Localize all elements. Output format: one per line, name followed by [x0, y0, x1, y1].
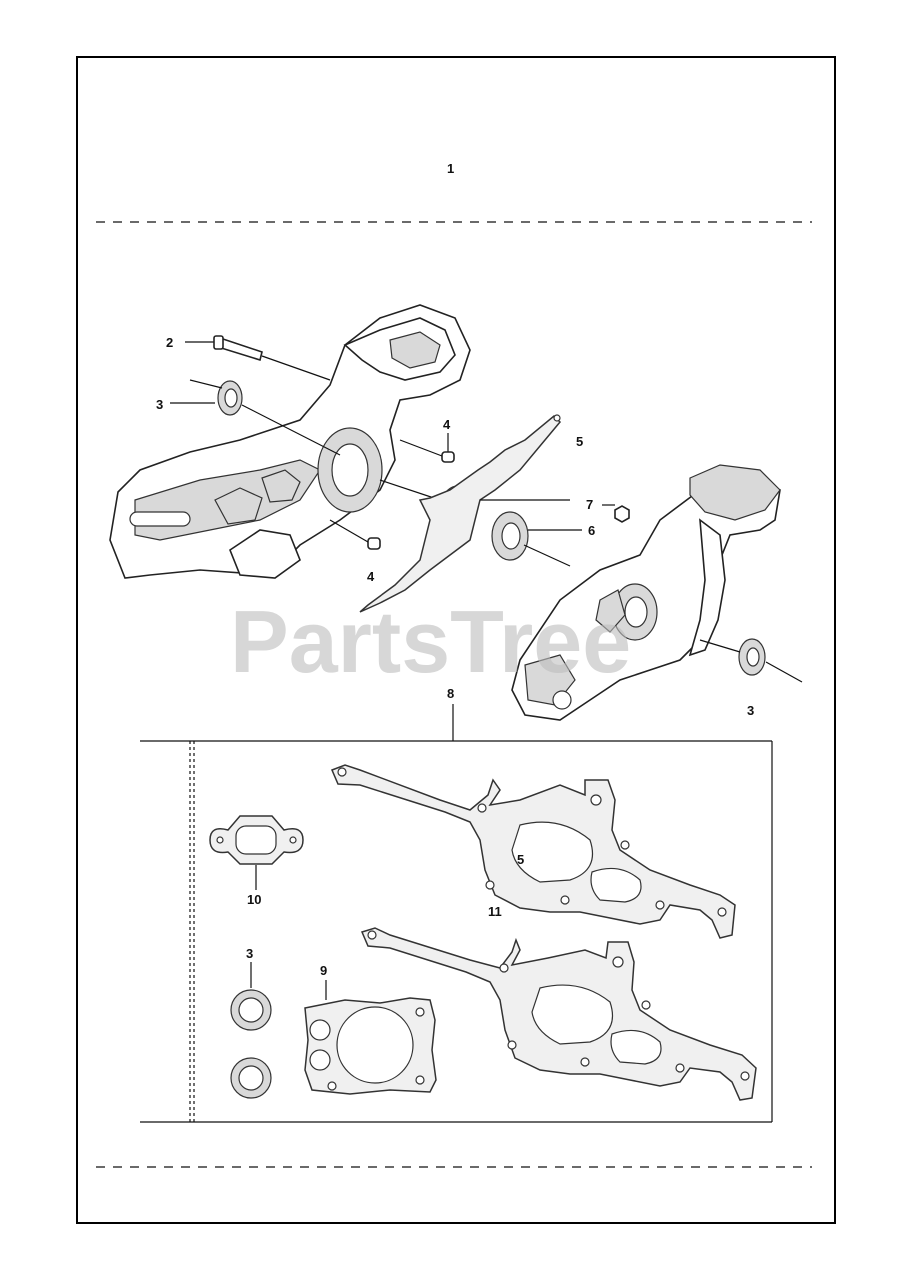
- gasket-9: [304, 980, 437, 1095]
- callout-4-bottom: 4: [367, 569, 375, 584]
- gasket-5-kit: [331, 764, 736, 939]
- callout-10: 10: [247, 892, 261, 907]
- callout-11: 11: [488, 904, 502, 919]
- left-crankcase-half: [109, 304, 471, 579]
- callout-9: 9: [320, 963, 327, 978]
- callout-7: 7: [586, 497, 593, 512]
- callout-8: 8: [447, 686, 454, 701]
- seal-3-right: [699, 638, 803, 683]
- watermark: PartsTree: [230, 592, 631, 691]
- gasket-lower-kit: [360, 927, 757, 1101]
- screw-2: [185, 335, 331, 381]
- callout-3-right: 3: [747, 703, 754, 718]
- pin-4-top: [399, 433, 455, 463]
- seal-pair-3-kit: [230, 962, 272, 1099]
- callout-3-kit: 3: [246, 946, 253, 961]
- seal-3-left: [170, 379, 341, 456]
- bearing-6: [491, 511, 582, 567]
- callout-1: 1: [447, 161, 454, 176]
- page-border: [76, 56, 836, 1224]
- callout-2: 2: [166, 335, 173, 350]
- gasket-kit-box: [140, 740, 773, 1123]
- nut-7: [602, 504, 630, 523]
- callout-5-kit: 5: [517, 852, 524, 867]
- right-crankcase-half: [511, 464, 781, 721]
- gasket-5-upper: [359, 414, 570, 613]
- callout-3-top-left: 3: [156, 397, 163, 412]
- gasket-10: [209, 815, 304, 890]
- callout-4-top: 4: [443, 417, 451, 432]
- callout-5-top: 5: [576, 434, 583, 449]
- callout-6: 6: [588, 523, 595, 538]
- pin-lower: [329, 519, 381, 550]
